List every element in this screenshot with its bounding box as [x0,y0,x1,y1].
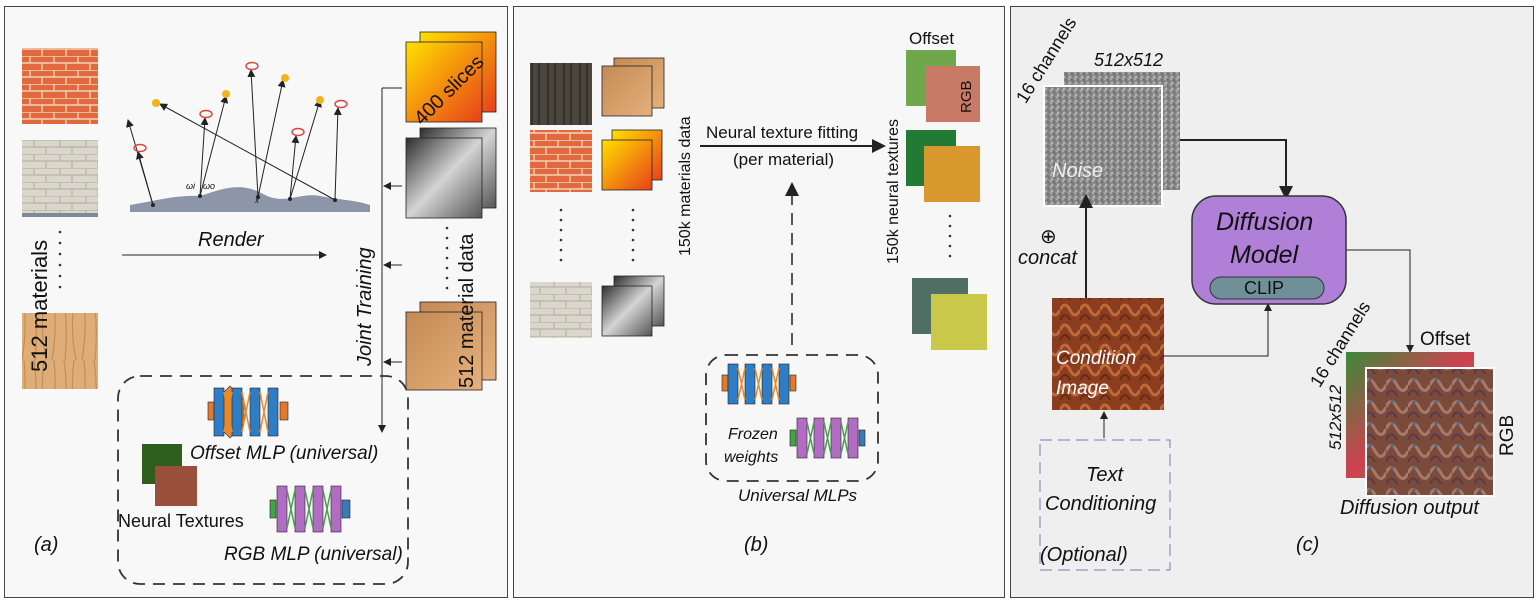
optional-label: (Optional) [1040,544,1128,566]
diffusion-output-label: Diffusion output [1340,497,1479,519]
concat-label: concat [1018,247,1077,269]
size-top-label: 512x512 [1094,50,1164,70]
condition-label-1: Condition [1056,348,1137,369]
surface-points [151,194,337,207]
clip-box [1209,276,1325,300]
text-cond-label-1: Text [1086,464,1124,486]
slice-stack-1 [405,31,497,123]
diffusion-label-2: Model [1230,241,1299,269]
condition-image [1052,298,1164,410]
caption-b: (b) [744,534,769,556]
text-cond-label-2: Conditioning [1045,493,1157,515]
vertical-dots-a [58,230,62,289]
render-rays [126,69,342,206]
vertical-dots-slices [445,226,449,290]
camera-eyes [133,61,348,153]
rgb-label-b: RGB [958,80,975,113]
render-label: Render [198,229,264,251]
mlp-box-b [705,354,879,482]
noise-label: Noise [1052,160,1104,182]
joint-training-arrows [378,87,402,433]
condition-label-2: Image [1056,378,1109,399]
diffusion-arrows [1079,139,1414,438]
material-pairs-b [530,57,665,338]
neural-textures-label-a: Neural Textures [118,511,244,531]
x-label: x [255,196,259,205]
light-sources [152,74,324,107]
render-surface [130,187,370,212]
size-bottom-label: 512x512 [1326,384,1345,450]
offset-label-b: Offset [909,29,955,48]
omega-i-label: ωi [186,181,196,191]
fitting-label: Neural texture fitting [706,123,859,142]
frozen-label-1: Frozen [728,426,778,443]
frozen-label-2: weights [724,449,779,466]
offset-mlp-label: Offset MLP (universal) [190,443,379,464]
vertical-dots-b2 [948,214,952,258]
rgb-label-c: RGB [1497,414,1518,456]
frozen-mlp-graphic-1 [721,363,797,405]
concat-symbol: ⊕ [1040,226,1057,248]
per-material-label: (per material) [733,150,835,169]
frozen-mlp-graphic-2 [789,417,866,459]
slice-stack-2 [405,127,497,219]
neural-textures-label-b: 150k neural textures [885,119,902,264]
omega-o-label: ωo [203,181,216,191]
neural-texture-squares-a [142,444,197,506]
offset-label-c: Offset [1420,329,1471,350]
caption-c: (c) [1296,534,1320,556]
neural-texture-pairs-b [906,50,987,350]
vertical-dots-b [559,208,635,262]
universal-mlps-label: Universal MLPs [738,486,858,505]
rgb-mlp-graphic [269,485,351,533]
slice-stack-3 [405,301,497,391]
mlp-box-a [117,375,409,585]
diffusion-output-stack [1346,352,1495,497]
caption-a: (a) [34,534,59,556]
diffusion-label-1: Diffusion [1216,208,1314,236]
material-data-label: 512 material data [456,233,478,388]
clip-label: CLIP [1244,278,1285,298]
joint-training-label: Joint Training [354,247,376,366]
materials-data-label: 150k materials data [677,116,694,256]
text-conditioning-box [1039,439,1171,571]
offset-mlp-graphic [207,385,289,439]
rgb-mlp-label: RGB MLP (universal) [224,544,403,565]
material-swatches-a [22,48,98,389]
noise-stack [1043,72,1180,207]
materials-label: 512 materials [27,239,52,372]
